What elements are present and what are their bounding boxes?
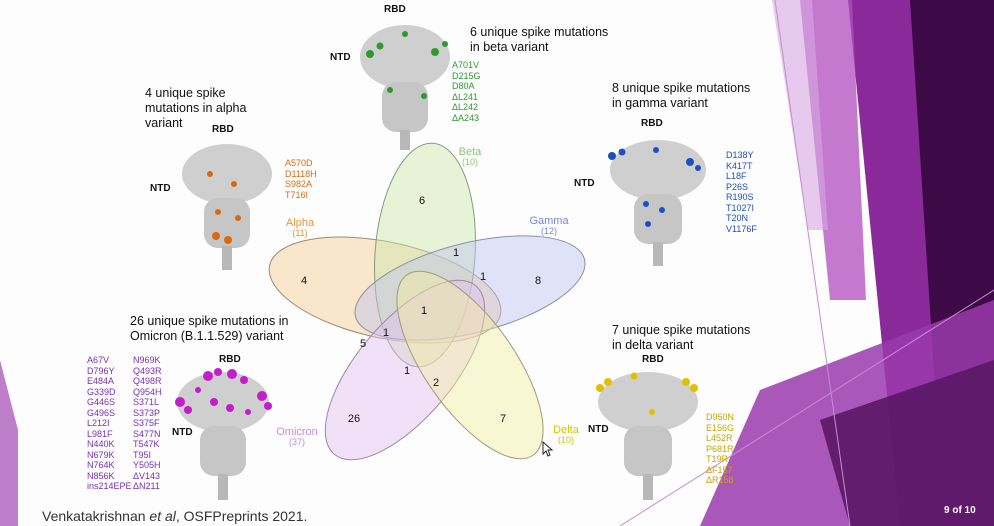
venn-label-gamma: Gamma [529, 215, 569, 227]
venn-count-alpha: (11) [292, 228, 307, 238]
gamma-spike-structure [608, 140, 706, 266]
venn-ellipses [268, 142, 586, 461]
region-omicron-only: 26 [348, 413, 360, 425]
omicron-spike-structure [175, 368, 272, 500]
delta-rbd-label: RBD [642, 354, 664, 365]
region-omicron-delta-a: 1 [404, 365, 410, 377]
venn-label-omicron: Omicron [276, 426, 318, 438]
gamma-rbd-label: RBD [641, 118, 663, 129]
region-alpha-only: 4 [301, 275, 307, 287]
venn-label-beta: Beta [459, 146, 483, 158]
venn-label-alpha: Alpha [286, 217, 315, 229]
region-alpha-omicron-b: 5 [360, 338, 366, 350]
delta-spike-structure [596, 372, 698, 500]
venn-ellipse-omicron [324, 279, 486, 461]
beta-ntd-label: NTD [330, 52, 351, 63]
alpha-spike-structure [182, 144, 272, 270]
beta-rbd-label: RBD [384, 4, 406, 15]
beta-spike-structure [360, 25, 450, 150]
region-gamma-only: 8 [535, 275, 541, 287]
venn-ellipse-delta [396, 270, 544, 460]
omicron-rbd-label: RBD [219, 354, 241, 365]
region-beta-gamma-b: 1 [480, 271, 486, 283]
venn-count-omicron: (37) [289, 437, 305, 447]
alpha-rbd-label: RBD [212, 124, 234, 135]
region-delta-only: 7 [500, 413, 506, 425]
gamma-ntd-label: NTD [574, 178, 595, 189]
venn-count-delta: (10) [558, 435, 574, 445]
alpha-ntd-label: NTD [150, 183, 171, 194]
venn-count-beta: (10) [462, 157, 478, 167]
venn-count-gamma: (12) [541, 226, 557, 236]
page-number: 9 of 10 [944, 505, 976, 516]
venn-ellipse-alpha [268, 236, 502, 344]
region-omicron-delta-b: 2 [433, 377, 439, 389]
omicron-ntd-label: NTD [172, 427, 193, 438]
region-beta-only: 6 [419, 195, 425, 207]
mouse-cursor-icon [542, 441, 554, 457]
region-alpha-omicron-a: 1 [383, 327, 389, 339]
region-all: 1 [421, 305, 427, 317]
venn-label-delta: Delta [553, 424, 580, 436]
citation: Venkatakrishnan et al, OSFPreprints 2021… [42, 508, 308, 524]
delta-ntd-label: NTD [588, 424, 609, 435]
region-beta-gamma: 1 [453, 247, 459, 259]
